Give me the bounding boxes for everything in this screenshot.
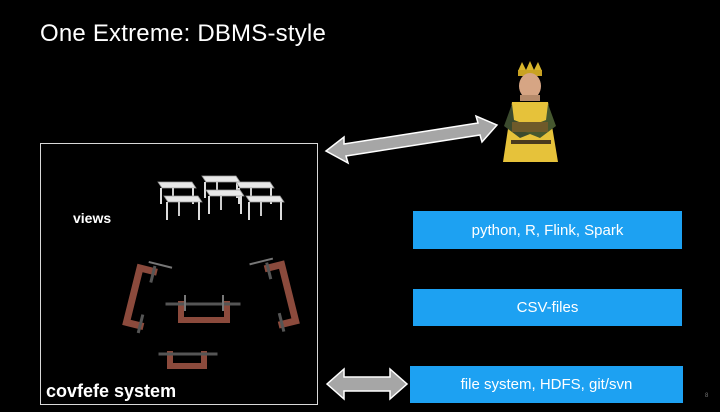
slide-title: One Extreme: DBMS-style	[40, 20, 327, 47]
file-system-box: file system, HDFS, git/svn	[410, 366, 683, 403]
page-number: 8	[705, 393, 709, 399]
system-label: covfefe system	[46, 381, 177, 401]
system-box	[40, 143, 318, 405]
csv-files-box: CSV-files	[413, 289, 682, 326]
tables-image	[157, 175, 285, 220]
clamps-image	[122, 257, 300, 369]
double-arrow-bottom	[325, 367, 409, 401]
python-r-flink-spark-box: python, R, Flink, Spark	[413, 211, 682, 249]
views-label: views	[73, 210, 112, 226]
king-figure-image	[503, 61, 558, 162]
double-arrow-top	[324, 114, 499, 165]
